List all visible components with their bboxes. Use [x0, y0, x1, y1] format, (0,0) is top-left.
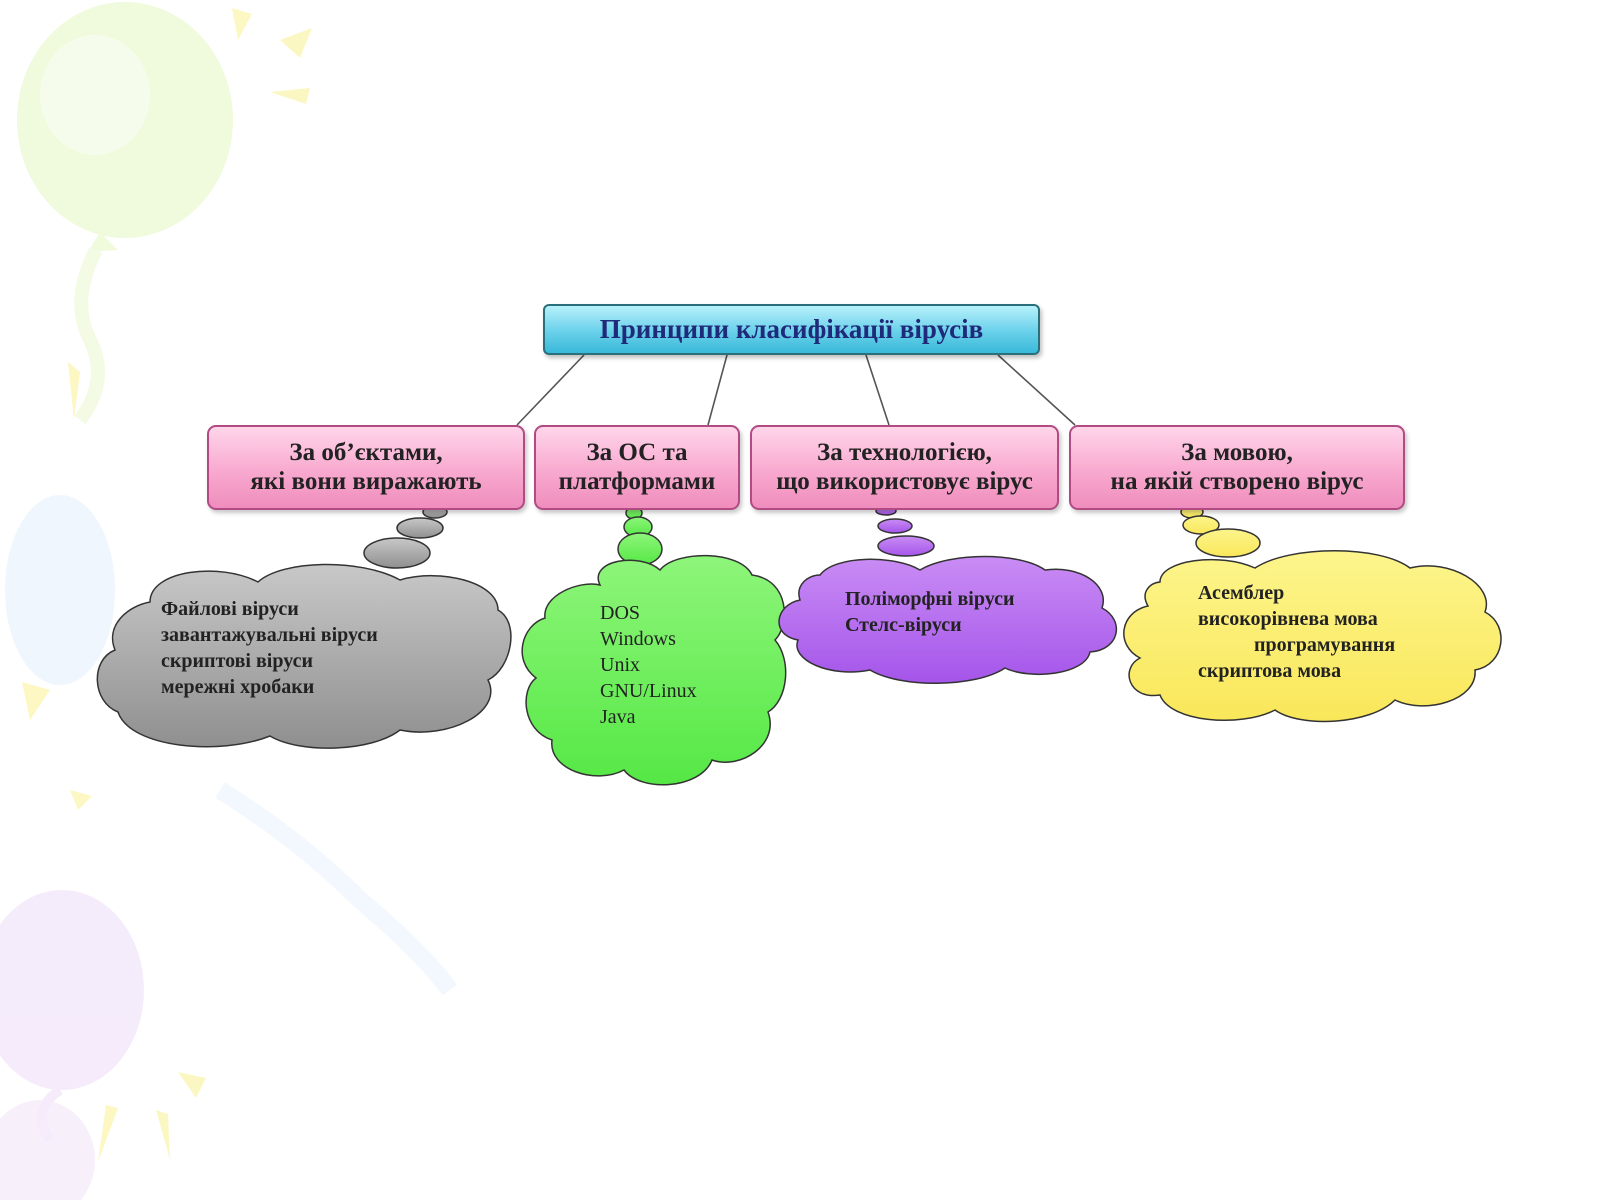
category-line: які вони виражають: [250, 467, 482, 495]
list-item: Поліморфні віруси: [845, 588, 1015, 610]
list-item: високорівнева мова: [1198, 608, 1378, 630]
category-line: За мовою,: [1181, 438, 1293, 466]
cloud-language-text: Асемблер високорівнева мова програмуванн…: [1198, 580, 1395, 684]
list-item: Асемблер: [1198, 582, 1285, 604]
balloon-decoration-green: [17, 2, 233, 425]
sparkle-rays-top: [22, 8, 312, 810]
list-item: DOS: [600, 602, 641, 624]
cloud-platforms: [521, 506, 787, 786]
balloon-decoration-purple: [0, 890, 144, 1200]
cloud-language: [1123, 505, 1502, 723]
category-line: За технологією,: [817, 438, 992, 466]
category-line: що використовує вірус: [776, 467, 1033, 495]
connector-line-3: [865, 354, 890, 426]
cloud-platforms-text: DOS Windows Unix GNU/Linux Java: [600, 600, 697, 730]
list-item: Стелс-віруси: [845, 614, 962, 636]
connector-line-4: [997, 354, 1076, 426]
category-line: За ОС та: [586, 438, 688, 466]
list-item: Java: [600, 706, 636, 728]
list-item: Windows: [600, 628, 676, 650]
cloud-technology-text: Поліморфні віруси Стелс-віруси: [845, 586, 1014, 638]
list-item: Файлові віруси: [161, 598, 299, 620]
root-node: Принципи класифікації вірусів: [543, 304, 1040, 355]
category-line: на якій створено вірус: [1110, 467, 1364, 495]
connector-line-2: [707, 354, 728, 426]
connector-line-1: [516, 354, 585, 426]
list-item: GNU/Linux: [600, 680, 697, 702]
category-objects: За об’єктами, які вони виражають: [207, 425, 525, 510]
list-item: скриптова мова: [1198, 660, 1342, 682]
list-item: Unix: [600, 654, 640, 676]
category-technology: За технологією, що використовує вірус: [750, 425, 1059, 510]
list-item: мережні хробаки: [161, 676, 315, 698]
category-line: За об’єктами,: [289, 438, 443, 466]
root-label: Принципи класифікації вірусів: [599, 313, 984, 344]
sparkle-rays-bottom: [98, 1072, 206, 1162]
category-language: За мовою, на якій створено вірус: [1069, 425, 1405, 510]
balloon-decoration-blue: [5, 495, 458, 996]
list-item: скриптові віруси: [161, 650, 313, 672]
list-item: програмування: [1254, 634, 1396, 656]
cloud-objects-text: Файлові віруси завантажувальні віруси ск…: [161, 596, 378, 700]
cloud-objects: [96, 505, 512, 749]
category-platforms: За ОС та платформами: [534, 425, 740, 510]
category-line: платформами: [558, 467, 716, 495]
list-item: завантажувальні віруси: [161, 624, 378, 646]
